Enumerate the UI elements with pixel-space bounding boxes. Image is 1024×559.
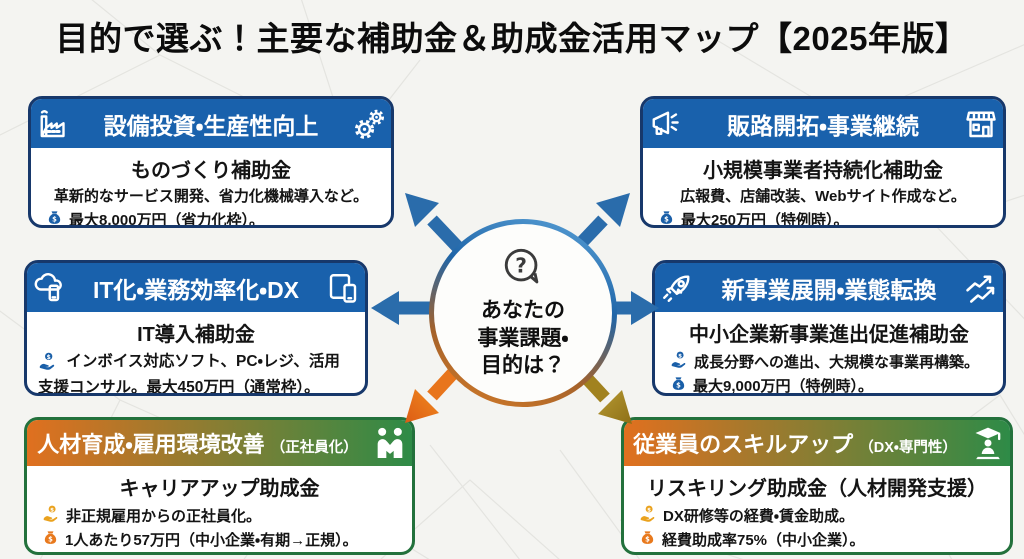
card-career-body: キャリアアップ助成金 $ 非正規雇用からの正社員化。 $ [27,466,412,550]
card-sales-body: 小規模事業者持続化補助金 広報費、店舗改装、Webサイト作成など。 $ 最大25… [643,148,1003,228]
subsidy-amount: 1人あたり57万円（中小企業・有期→正規）。 [65,532,358,549]
center-line-1: あなたの [480,298,565,322]
money-bag-icon: $ [42,529,59,550]
subsidy-desc-row: $ 成長分野への進出、大規模な事業再構築。 [664,350,994,372]
center-question-text: あなたの 事業課題・ 目的は？ [477,297,568,380]
money-bag-icon: $ [670,375,687,393]
card-newbiz-body: 中小企業新事業進出促進補助金 $ 成長分野への進出、大規模な事業再構築。 [655,312,1003,395]
subsidy-name: リスキリング助成金（人材開発支援） [647,478,987,500]
subsidy-amount-row: $ 最大250万円（特例時）。 [652,209,994,228]
subsidy-desc-row: $ 非正規雇用からの正社員化。 [36,504,403,526]
card-newbiz-category: 新事業展開・業態転換 [721,276,937,303]
category-main: 人材育成・雇用環境改善 [37,432,265,457]
subsidy-desc-block: $ インボイス対応ソフト、PC・レジ、活用支援コンサル。最大450万円（通常枠）… [38,351,354,396]
factory-icon [31,106,75,142]
svg-text:$: $ [664,215,669,223]
card-equipment-header: 設備投資・生産性向上 [31,99,391,148]
svg-text:$: $ [48,535,53,543]
center-question-circle: ? あなたの 事業課題・ 目的は？ [429,219,617,407]
card-sales-header: 販路開拓・事業継続 [643,99,1003,148]
subsidy-desc: DX研修等の経費・賃金助成。 [663,507,854,525]
subsidy-name: 中小企業新事業進出促進補助金 [689,324,969,346]
cloud-device-icon [27,270,71,306]
subsidy-amount: 最大9,000万円（特例時）。 [693,378,874,395]
card-it-body: IT導入補助金 $ インボイス対応ソフト、PC・レジ、活用支援コンサル。最大45… [27,312,365,396]
question-bubble-icon: ? [500,246,546,295]
gears-icon [347,106,391,142]
handshake-people-icon [368,423,412,463]
subsidy-name: ものづくり補助金 [131,160,291,182]
svg-text:$: $ [647,507,651,513]
card-reskill-body: リスキリング助成金（人材開発支援） $ DX研修等の経費・賃金助成。 [624,466,1010,550]
subsidy-desc: 広報費、店舗改装、Webサイト作成など。 [680,188,966,205]
card-equipment-investment: 設備投資・生産性向上 ものづくり補助金 革新的なサービス開発、省力化機械導入など… [28,96,394,228]
subsidy-amount: 経費助成率75%（中小企業）。 [662,532,865,549]
svg-text:?: ? [515,253,527,277]
category-note: （正社員化） [270,440,358,456]
svg-text:$: $ [676,381,681,389]
money-bag-icon: $ [639,529,656,550]
card-sales-channel: 販路開拓・事業継続 小規模事業者持続化補助金 広報費、店舗改装、Webサイト作成… [640,96,1006,228]
category-main: 従業員のスキルアップ [633,432,854,457]
card-career-category: 人材育成・雇用環境改善 （正社員化） [27,427,368,459]
subsidy-desc: 成長分野への進出、大規模な事業再構築。 [694,353,980,371]
subsidy-desc: 非正規雇用からの正社員化。 [66,507,262,525]
svg-text:$: $ [645,535,650,543]
storefront-icon [959,106,1003,142]
card-equipment-category: 設備投資・生産性向上 [103,112,319,139]
card-newbiz-header: 新事業展開・業態転換 [655,263,1003,312]
subsidy-amount-row: $ 経費助成率75%（中小企業）。 [633,529,1001,550]
card-career-up: 人材育成・雇用環境改善 （正社員化） キャリアアップ助成金 $ [24,417,415,555]
center-line-3: 目的は？ [480,354,565,378]
subsidy-name: 小規模事業者持続化補助金 [703,160,943,182]
hand-coin-icon: $ [38,352,61,374]
money-bag-icon: $ [46,209,63,225]
card-new-business: 新事業展開・業態転換 中小企業新事業進出促進補助金 $ [652,260,1006,396]
svg-text:$: $ [52,215,57,223]
category-note: （DX・専門性） [859,440,957,456]
rocket-icon [655,270,699,306]
hand-coin-icon: $ [639,504,657,526]
money-bag-icon: $ [658,209,675,225]
subsidy-amount: 最大8,000万円（省力化枠）。 [69,212,265,228]
subsidy-desc: インボイス対応ソフト、PC・レジ、活用支援コンサル。最大450万円（通常枠）。 [38,353,340,396]
subsidy-name: キャリアアップ助成金 [119,478,320,500]
subsidy-amount-row: $ 1人あたり57万円（中小企業・有期→正規）。 [36,529,403,550]
card-career-header: 人材育成・雇用環境改善 （正社員化） [27,420,412,466]
card-sales-category: 販路開拓・事業継続 [727,112,919,139]
card-reskill-category: 従業員のスキルアップ （DX・専門性） [624,427,966,459]
card-it-header: IT化・業務効率化・DX [27,263,365,312]
hand-coin-icon: $ [42,504,60,526]
subsidy-amount: 最大250万円（特例時）。 [681,212,849,228]
card-it-category: IT化・業務効率化・DX [92,276,300,303]
growth-arrows-icon [959,270,1003,306]
subsidy-desc: 革新的なサービス開発、省力化機械導入など。 [53,188,369,205]
subsidy-amount-row: $ 最大8,000万円（省力化枠）。 [40,209,382,228]
center-line-2: 事業課題・ [477,326,569,350]
megaphone-icon [643,106,687,142]
subsidy-amount-row: $ 最大9,000万円（特例時）。 [664,375,994,395]
svg-text:$: $ [50,507,54,513]
subsidy-name: IT導入補助金 [137,324,255,346]
graduate-icon [966,423,1010,463]
card-equipment-body: ものづくり補助金 革新的なサービス開発、省力化機械導入など。 $ 最大8,000… [31,148,391,228]
tablet-phone-icon [321,270,365,306]
card-it-dx: IT化・業務効率化・DX IT導入補助金 $ インボイス対応ソフト、P [24,260,368,396]
svg-text:$: $ [678,353,682,359]
page-title: 目的で選ぶ！主要な補助金＆助成金活用マップ【2025年版】 [55,20,969,57]
subsidy-desc-row: $ DX研修等の経費・賃金助成。 [633,504,1001,526]
hand-coin-icon: $ [670,350,688,372]
card-reskilling: 従業員のスキルアップ （DX・専門性） リスキリング助成金（人材開発支援） [621,417,1013,555]
card-reskill-header: 従業員のスキルアップ （DX・専門性） [624,420,1010,466]
svg-text:$: $ [47,354,51,361]
